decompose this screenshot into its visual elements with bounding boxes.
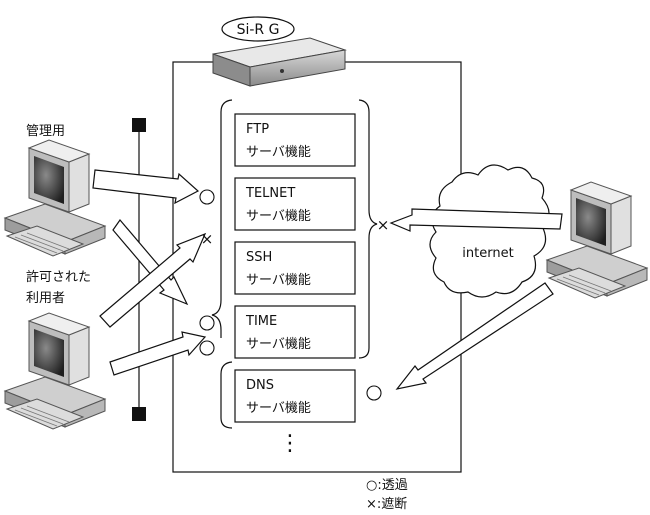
service-sub: サーバ機能 <box>246 337 311 352</box>
service-sub: サーバ機能 <box>246 401 311 416</box>
admin-label: 管理用 <box>26 124 65 139</box>
left-brace-lower <box>220 361 233 429</box>
pass-marker-time-upper <box>199 315 215 331</box>
service-box-ssh: SSH サーバ機能 <box>234 241 356 295</box>
service-box-time: TIME サーバ機能 <box>234 305 356 359</box>
service-box-dns: DNS サーバ機能 <box>234 369 356 423</box>
pc-admin-icon <box>4 139 106 257</box>
internet-label: internet <box>462 246 513 261</box>
service-name: FTP <box>246 122 269 137</box>
internet-cloud-icon <box>429 164 550 298</box>
allowed-user-label-line2: 利用者 <box>26 291 65 306</box>
arrow-internet-to-dns <box>395 282 554 390</box>
arrow-user-to-time <box>109 331 207 376</box>
service-sub: サーバ機能 <box>246 209 311 224</box>
legend-block: ×:遮断 <box>366 496 407 512</box>
service-box-telnet: TELNET サーバ機能 <box>234 177 356 231</box>
service-name: TELNET <box>245 186 295 201</box>
block-marker-telnet: × <box>377 216 390 234</box>
pc-internet-icon <box>546 181 648 299</box>
continuation-dots: ⋮ <box>279 431 301 456</box>
arrow-admin-to-ftp <box>92 169 200 205</box>
router-label-badge: Si-R G <box>221 16 295 42</box>
service-name: TIME <box>245 314 277 329</box>
lan-bus <box>132 118 146 421</box>
pass-marker-ftp <box>199 189 215 205</box>
left-brace-upper <box>211 99 233 338</box>
arrow-user-to-ssh <box>99 232 207 328</box>
pass-marker-dns <box>366 385 382 401</box>
service-name: SSH <box>246 250 272 265</box>
router-label: Si-R G <box>237 22 280 38</box>
pc-allowed-user-icon <box>4 312 106 430</box>
service-sub: サーバ機能 <box>246 273 311 288</box>
arrow-admin-to-time <box>112 219 189 306</box>
pass-marker-time-lower <box>199 340 215 356</box>
arrow-internet-to-telnet <box>389 208 563 232</box>
legend-pass: ○:透過 <box>366 478 408 493</box>
router-device <box>212 22 347 87</box>
service-name: DNS <box>246 378 274 393</box>
block-marker-ssh: × <box>201 230 214 248</box>
service-sub: サーバ機能 <box>246 145 311 160</box>
service-box-ftp: FTP サーバ機能 <box>234 113 356 167</box>
allowed-user-label-line1: 許可された <box>26 270 91 285</box>
right-brace <box>358 99 378 359</box>
